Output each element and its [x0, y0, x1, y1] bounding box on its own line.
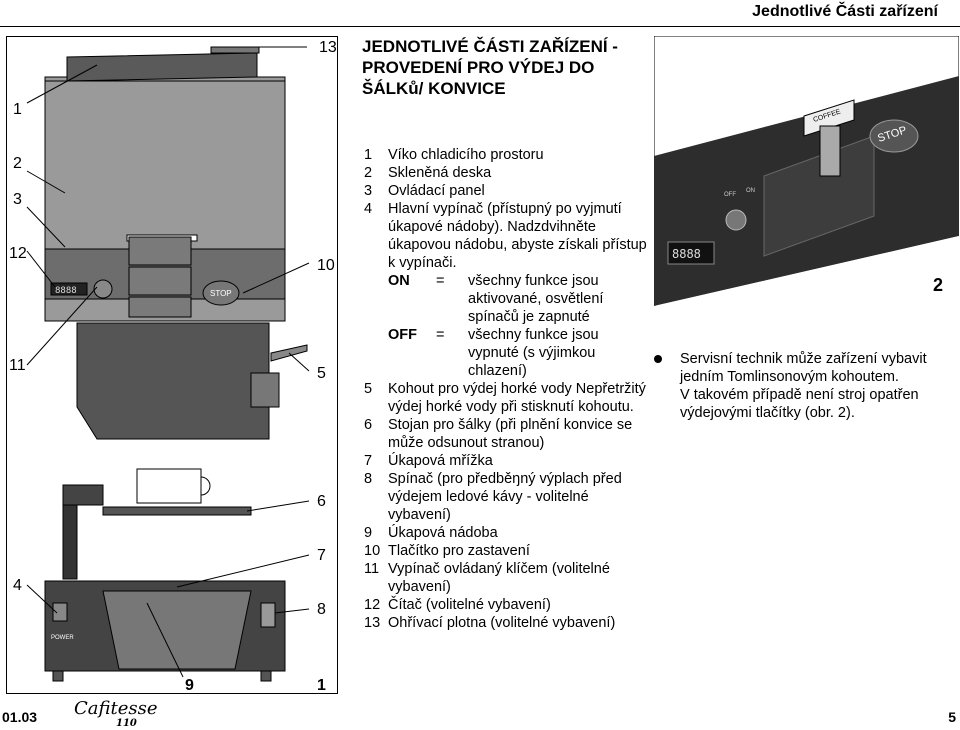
callout-6: 6 [317, 493, 326, 510]
brand-logo: Cafitesse [74, 698, 158, 719]
callout-7: 7 [317, 547, 326, 564]
callout-10: 10 [317, 257, 335, 274]
stop-text: STOP [210, 289, 232, 298]
note-line-2: V takovém případě není stroj opatřen výd… [680, 387, 919, 421]
drip-tray [102, 590, 252, 670]
counter-display [50, 282, 88, 296]
brand-logo-model: 110 [116, 718, 137, 729]
stop-button-photo [869, 119, 919, 153]
service-note: Servisní technik může zařízení vybavit j… [654, 350, 954, 422]
footer-date: 01.03 [2, 709, 38, 725]
callout-9: 9 [185, 677, 194, 694]
main-switch [52, 602, 68, 622]
callout-3: 3 [13, 191, 22, 208]
callout-11: 11 [9, 357, 26, 374]
glass-panel [44, 80, 286, 250]
key-switch [93, 279, 113, 299]
machine-drawing: 8888 STOP POWER [26, 46, 310, 682]
key-switch-photo [725, 209, 747, 231]
figure-panel-photo: COFFEE STOP 8888 OFF ON 2 [653, 35, 960, 307]
callout-1-bottom: 1 [317, 677, 326, 694]
lever [819, 125, 841, 177]
on-text-photo: ON [746, 188, 755, 194]
cup [136, 468, 202, 504]
callout-2: 2 [13, 155, 22, 172]
section-header: Jednotlivé Části zařízení [752, 3, 938, 20]
page-number: 5 [948, 709, 956, 725]
counter-display-photo [667, 241, 715, 265]
callout-4: 4 [13, 577, 22, 594]
power-text: POWER [51, 635, 74, 641]
counter-text-photo: 8888 [672, 247, 701, 261]
header-rule [0, 26, 960, 27]
figure-number: 2 [932, 275, 943, 295]
bullet-icon [654, 355, 662, 363]
callout-5: 5 [317, 365, 326, 382]
off-definition: OFF=všechny funkce jsou vypnuté (s výjim… [388, 327, 599, 379]
figure-machine: 8888 STOP POWER [6, 36, 338, 694]
counter-text: 8888 [55, 286, 77, 296]
callout-8: 8 [317, 601, 326, 618]
off-text-photo: OFF [724, 192, 736, 198]
callout-12: 12 [9, 245, 27, 262]
coffee-button [803, 99, 855, 137]
callout-1: 1 [13, 101, 22, 118]
lid [66, 52, 258, 82]
stop-button [202, 280, 240, 306]
page-title: JEDNOTLIVÉ ČÁSTI ZAŘÍZENÍ - PROVEDENÍ PR… [362, 37, 618, 98]
note-line-1: Servisní technik může zařízení vybavit j… [680, 351, 927, 385]
callout-13: 13 [319, 39, 337, 56]
rinse-switch [260, 602, 276, 628]
panel-photo: COFFEE STOP 8888 OFF ON [653, 35, 960, 307]
on-definition: ON=všechny funkce jsou aktivované, osvět… [388, 273, 604, 325]
